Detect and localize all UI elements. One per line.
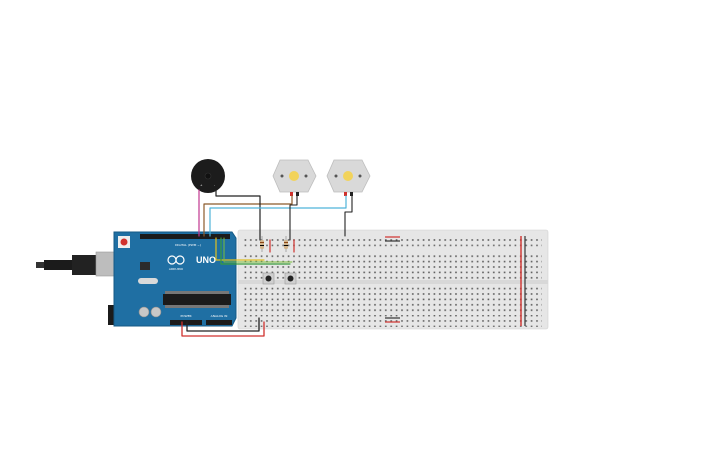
- analog-header[interactable]: [206, 320, 232, 325]
- resistor-1[interactable]: [260, 236, 264, 252]
- power-label: POWER: [180, 314, 191, 318]
- resistor-2[interactable]: [284, 236, 288, 252]
- dc-motor-1[interactable]: [272, 159, 317, 196]
- capacitor-2: [150, 306, 162, 318]
- usb-cable: [36, 262, 44, 268]
- wire-green[interactable]: [220, 237, 291, 265]
- wire-cyan[interactable]: [209, 195, 347, 237]
- wire-yellow[interactable]: [215, 237, 265, 261]
- buzzer-plus-label: +: [200, 183, 203, 187]
- arduino-brand: ARDUINO: [169, 267, 184, 271]
- voltage-regulator: [140, 262, 150, 270]
- digital-label: DIGITAL (PWM ~): [175, 243, 201, 247]
- dc-motor-2[interactable]: [326, 159, 371, 196]
- wire-black-motor-1[interactable]: [289, 195, 298, 241]
- wire-brown[interactable]: [203, 195, 293, 237]
- pushbutton-2[interactable]: [284, 272, 297, 285]
- crystal: [138, 278, 158, 284]
- wire-black-gnd[interactable]: [186, 317, 260, 332]
- analog-label: ANALOG IN: [211, 314, 228, 318]
- digital-header[interactable]: [140, 234, 230, 239]
- atmega-chip: [163, 294, 231, 305]
- dc-motor-icon: [272, 159, 317, 193]
- capacitor-1: [138, 306, 150, 318]
- arduino-board[interactable]: DIGITAL (PWM ~) UNO ARDUINO POWER ANALOG…: [36, 231, 237, 327]
- pushbutton-1[interactable]: [262, 272, 275, 285]
- wire-red-5v[interactable]: [181, 321, 265, 337]
- uno-logo: UNO: [196, 255, 216, 265]
- power-header[interactable]: [170, 320, 202, 325]
- wire-green-2[interactable]: [223, 237, 293, 263]
- dc-motor-icon: [326, 159, 371, 193]
- buzzer-minus-label: -: [214, 183, 215, 187]
- wires: [181, 189, 353, 337]
- arduino-infinity-icon: [167, 255, 185, 265]
- piezo-buzzer[interactable]: + -: [191, 159, 225, 193]
- wire-black-buzzer[interactable]: [215, 189, 261, 241]
- piezo-buzzer-icon: [191, 159, 225, 193]
- wire-black-motor-2[interactable]: [344, 195, 353, 237]
